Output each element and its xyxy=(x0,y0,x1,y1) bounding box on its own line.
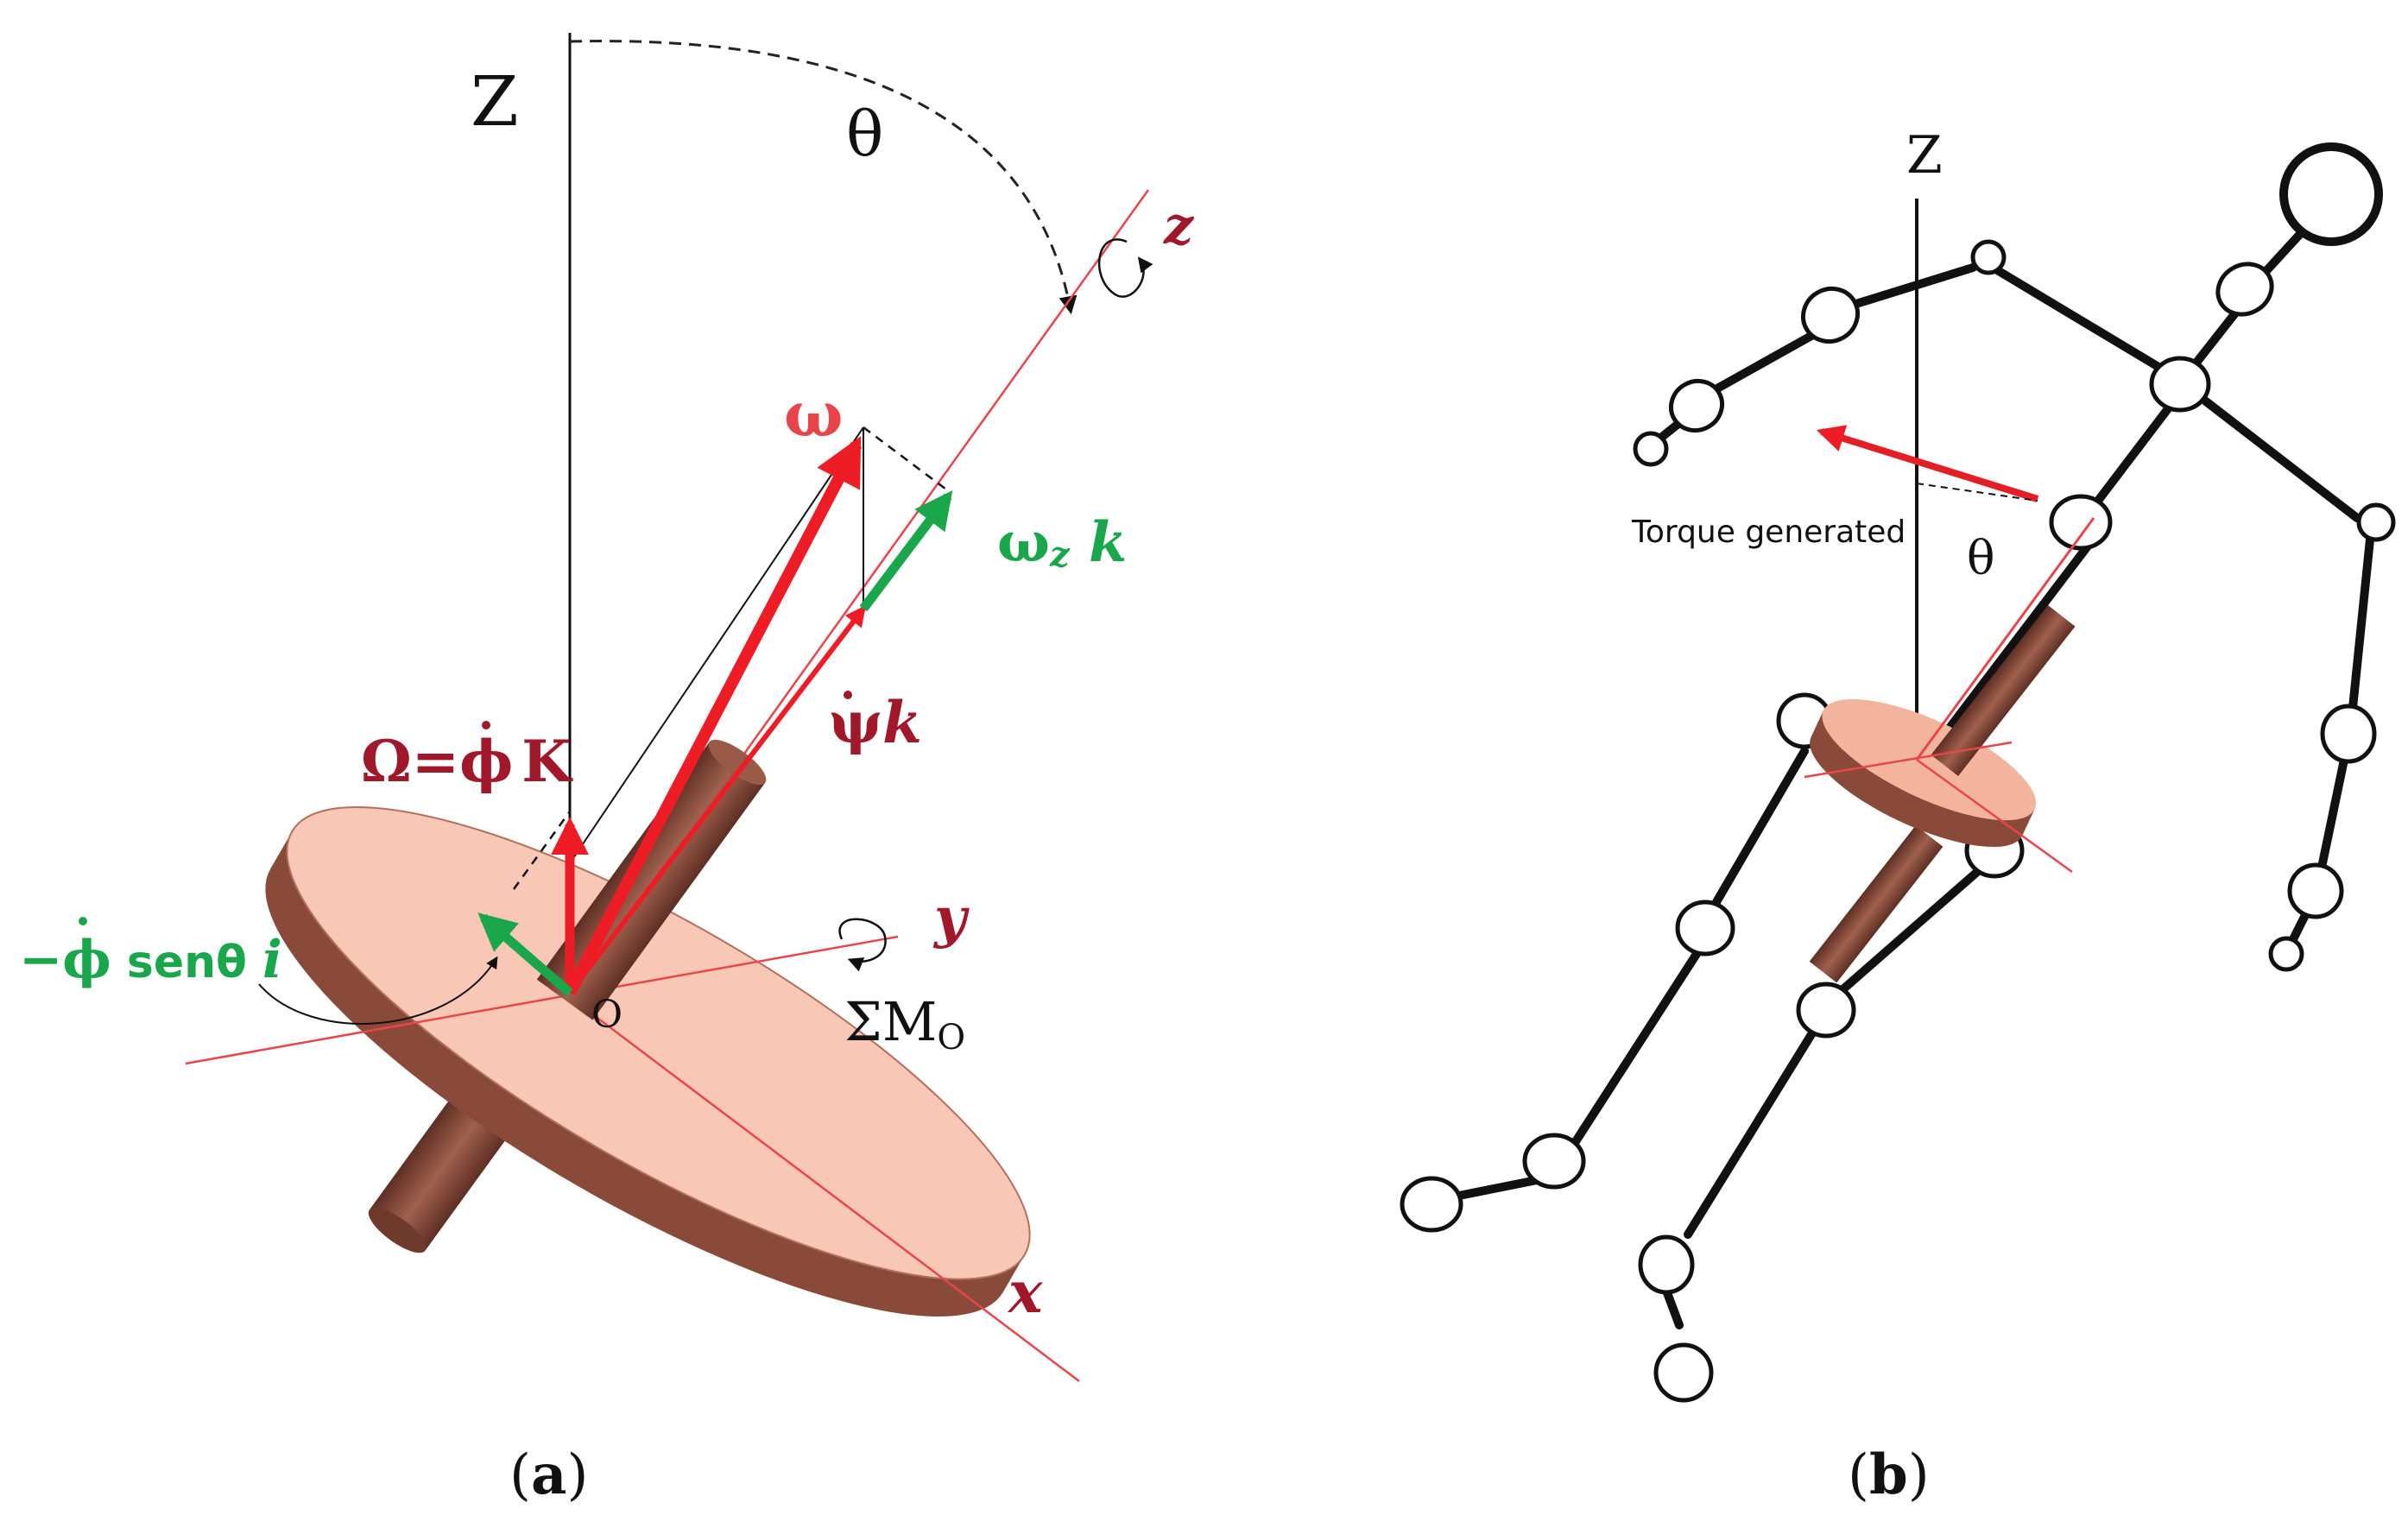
omega-z-k-omega: ω xyxy=(997,510,1050,575)
caption-b-close: ) xyxy=(1908,1443,1930,1507)
caption-a: (a) xyxy=(509,1443,588,1507)
psi-dot-k-vector xyxy=(567,605,866,994)
neg-sign: − xyxy=(19,930,62,990)
caption-b: (b) xyxy=(1848,1443,1930,1507)
sum-moments-main: ΣM xyxy=(844,990,937,1053)
neg-phi-sen-theta-vector xyxy=(477,912,573,997)
disk xyxy=(265,805,1031,1317)
label-psi-dot-k: ψk xyxy=(829,689,922,756)
label-sum-moments: ΣMO xyxy=(844,990,965,1058)
rotation-marker-z xyxy=(1097,238,1153,298)
omega-z-k-vector xyxy=(859,489,953,612)
caption-b-open: ( xyxy=(1848,1443,1869,1507)
unit-i: i xyxy=(262,930,282,990)
phi-dot-1 xyxy=(482,721,490,729)
label-theta: θ xyxy=(846,98,883,170)
label-origin: O xyxy=(591,993,623,1037)
label-small-z: z xyxy=(1163,196,1195,256)
sen-theta: senθ xyxy=(111,937,262,988)
capital-omega-phi: ϕ xyxy=(459,728,513,795)
label-omega-z-k: ωz k xyxy=(997,510,1127,575)
label-x: x xyxy=(1007,1259,1043,1326)
rotation-marker-moment xyxy=(838,918,887,972)
psi-k: k xyxy=(882,689,922,756)
construction-line-3 xyxy=(863,426,951,493)
capital-omega-K: K xyxy=(521,728,573,795)
panel-b: Z xyxy=(1400,125,2396,1507)
y-axis xyxy=(185,935,899,1065)
b-label-theta: θ xyxy=(1967,531,1995,585)
caption-a-close: ) xyxy=(566,1443,588,1507)
skeleton xyxy=(1455,229,2374,1329)
label-big-z: Z xyxy=(471,61,519,142)
caption-a-open: ( xyxy=(509,1443,531,1507)
psi-symbol: ψ xyxy=(829,689,882,756)
psi-dot xyxy=(844,691,852,699)
omega-vector xyxy=(564,436,863,996)
label-y: y xyxy=(932,886,970,950)
b-torque-arrow xyxy=(1816,425,2039,502)
b-label-torque: Torque generated xyxy=(1631,515,1906,550)
neg-phi: ϕ xyxy=(62,930,111,990)
omega-z-k-sub: z xyxy=(1049,534,1071,575)
capital-omega-eq: Ω= xyxy=(361,728,459,795)
b-gyroscope xyxy=(1804,517,2095,983)
label-neg-phi-sen-theta: −ϕ senθ i xyxy=(19,930,282,990)
theta-arc xyxy=(569,40,1078,315)
caption-b-letter: b xyxy=(1869,1443,1908,1507)
label-omega: ω xyxy=(784,377,844,451)
b-dashed-line xyxy=(1916,483,2038,502)
label-pointer-arrow xyxy=(258,956,498,1025)
omega-z-k-k: k xyxy=(1070,510,1128,575)
caption-a-letter: a xyxy=(531,1443,566,1507)
construction-line-1 xyxy=(569,426,864,864)
b-label-big-z: Z xyxy=(1906,125,1943,186)
x-axis xyxy=(569,996,1080,1382)
phi-dot-2 xyxy=(79,917,87,925)
sum-moments-sub: O xyxy=(937,1018,965,1058)
